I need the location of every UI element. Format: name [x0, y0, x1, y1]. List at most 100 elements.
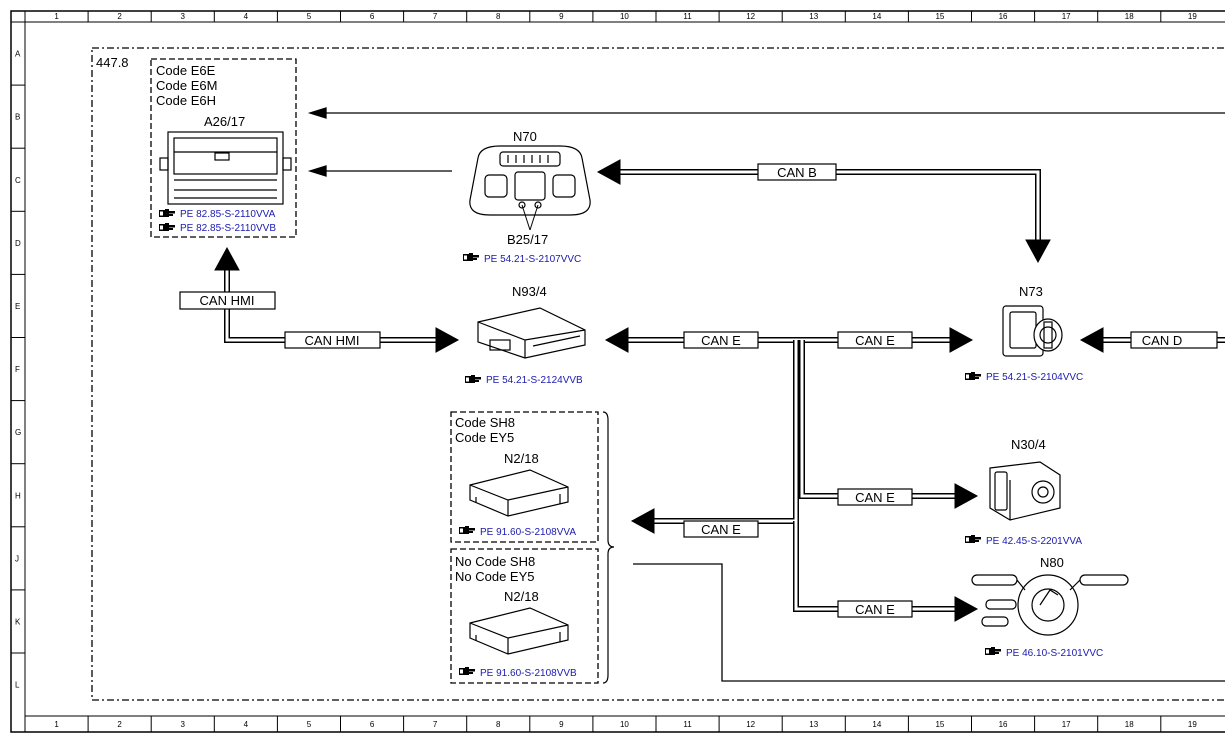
grid-column-label: 16: [999, 12, 1008, 21]
bus-line: [799, 340, 955, 499]
grid-column-label: 1: [54, 720, 59, 729]
arrow-head: [604, 327, 629, 353]
control-module-n2-18a: [469, 469, 569, 517]
grid-row-label: J: [15, 554, 19, 563]
grid-column-label: 2: [117, 720, 122, 729]
svg-text:CAN E: CAN E: [855, 333, 895, 348]
grid-column-label: 14: [872, 720, 881, 729]
ref-link-a26-2[interactable]: PE 82.85-S-2110VVB: [180, 223, 276, 234]
code-line: No Code SH8: [455, 554, 535, 569]
grid-row-label: B: [15, 113, 20, 122]
group-brace: [602, 411, 615, 684]
grid-column-label: 19: [1188, 12, 1197, 21]
svg-text:CAN E: CAN E: [855, 490, 895, 505]
grid-column-label: 2: [117, 12, 122, 21]
grid-row-label: C: [15, 176, 21, 185]
bus-label-can-b: CAN B: [757, 163, 837, 181]
grid-row-label: E: [15, 302, 20, 311]
ref-link-n30[interactable]: PE 42.45-S-2201VVA: [986, 536, 1082, 547]
svg-text:CAN B: CAN B: [777, 165, 817, 180]
bus-line: [620, 169, 1041, 240]
grid-column-label: 8: [496, 12, 501, 21]
component-label-n2-18a: N2/18: [504, 451, 539, 466]
code-line: No Code EY5: [455, 569, 535, 584]
bus-label-can-d: CAN D: [1130, 331, 1218, 349]
grid-column-label: 5: [307, 720, 312, 729]
grid-row-label: L: [15, 681, 20, 690]
grid-column-label: 18: [1125, 720, 1134, 729]
svg-text:CAN E: CAN E: [701, 333, 741, 348]
grid-column-label: 10: [620, 720, 629, 729]
grid-column-label: 14: [872, 12, 881, 21]
region-boundary: [91, 47, 1225, 701]
grid-column-label: 11: [683, 12, 692, 21]
bus-line: [793, 521, 955, 612]
ref-link-n93[interactable]: PE 54.21-S-2124VVB: [486, 375, 583, 386]
component-label-n93: N93/4: [512, 284, 547, 299]
grid-column-label: 9: [559, 720, 564, 729]
grid-column-label: 18: [1125, 12, 1134, 21]
ref-link-n2-18a[interactable]: PE 91.60-S-2108VVA: [480, 527, 576, 538]
outer-frame: [10, 10, 1225, 733]
control-module-n2-18b: [469, 607, 569, 655]
grid-column-label: 15: [935, 720, 944, 729]
arrow-head: [214, 246, 240, 271]
component-label-n2-18b: N2/18: [504, 589, 539, 604]
grid-row-label: K: [15, 617, 21, 626]
component-label-n73: N73: [1019, 284, 1043, 299]
code-line: Code E6H: [156, 93, 216, 108]
module-n30-4: [989, 461, 1061, 521]
ref-link-n73[interactable]: PE 54.21-S-2104VVC: [986, 372, 1083, 383]
ref-link-n2-18b[interactable]: PE 91.60-S-2108VVB: [480, 668, 577, 679]
bus-lines: [214, 159, 1225, 622]
ref-link-n70[interactable]: PE 54.21-S-2107VVC: [484, 254, 581, 265]
component-label-n70: N70: [513, 129, 537, 144]
grid-column-label: 6: [370, 12, 375, 21]
arrow-head: [630, 508, 655, 534]
grid-column-label: 10: [620, 12, 629, 21]
svg-text:CAN E: CAN E: [701, 522, 741, 537]
ref-link-a26-1[interactable]: PE 82.85-S-2110VVA: [180, 209, 276, 220]
component-label-n30: N30/4: [1011, 437, 1046, 452]
region-label: 447.8: [96, 55, 129, 70]
code-line: Code SH8: [455, 415, 515, 430]
svg-text:CAN E: CAN E: [855, 602, 895, 617]
grid-column-label: 13: [809, 720, 818, 729]
grid-row-label: F: [15, 365, 20, 374]
grid-column-labels: 1122334455667788991010111112121313141415…: [24, 11, 1197, 732]
code-line: Code EY5: [455, 430, 514, 445]
grid-column-label: 5: [307, 12, 312, 21]
code-box-sh8: [450, 411, 599, 543]
arrow-head: [949, 327, 974, 353]
signal-line: [633, 563, 1225, 682]
grid-column-label: 19: [1188, 720, 1197, 729]
grid-column-label: 13: [809, 12, 818, 21]
arrow-head: [954, 596, 979, 622]
grid-column-label: 4: [244, 12, 249, 21]
display-unit-a26: [159, 131, 292, 205]
bus-line: [794, 521, 955, 611]
grid-column-label: 11: [683, 720, 692, 729]
grid-column-label: 4: [244, 720, 249, 729]
component-label-n80: N80: [1040, 555, 1064, 570]
ref-link-n80[interactable]: PE 46.10-S-2101VVC: [1006, 648, 1103, 659]
control-module-n93: [477, 307, 586, 359]
grid-column-label: 7: [433, 12, 438, 21]
bus-label-can-e-n30: CAN E: [837, 488, 913, 506]
arrow-head: [1079, 327, 1104, 353]
svg-text:CAN D: CAN D: [1142, 333, 1182, 348]
bus-label-can-hmi: CAN HMI: [284, 331, 381, 349]
code-line: Code E6M: [156, 78, 217, 93]
arrow-head: [1025, 239, 1051, 264]
grid-row-label: D: [15, 239, 21, 248]
grid-column-label: 9: [559, 12, 564, 21]
arrow-head: [307, 107, 327, 119]
grid-column-label: 6: [370, 720, 375, 729]
bus-line: [800, 340, 955, 498]
inner-frame: [24, 21, 1225, 717]
bus-label-can-e-n80: CAN E: [837, 600, 913, 618]
bus-label-can-e-n93: CAN E: [683, 331, 759, 349]
grid-row-label: H: [15, 491, 21, 500]
